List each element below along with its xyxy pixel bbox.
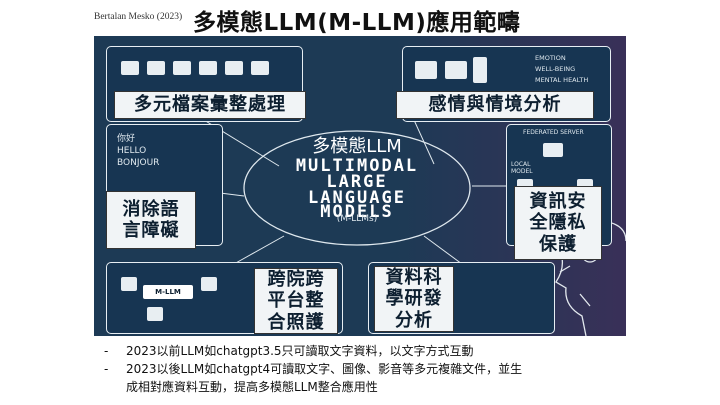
hello-label: HELLO <box>117 146 147 156</box>
emotion-caption: 感情與情境分析 <box>396 91 594 119</box>
document-icon <box>121 61 139 75</box>
cross-platform-caption: 跨院跨 平台整 合照護 <box>254 268 338 334</box>
language-caption: 消除語 言障礙 <box>106 191 196 249</box>
slide-header: Bertalan Mesko (2023) 多模態LLM(M-LLM)應用範疇 <box>0 0 720 36</box>
mllm-figure: 多元檔案彙整處理 EMOTION WELL-BEING MENTAL HEALT… <box>94 36 626 336</box>
chat-icon <box>225 61 243 75</box>
citation: Bertalan Mesko (2023) <box>94 12 183 22</box>
center-line-multimodal: MULTIMODAL <box>295 156 419 176</box>
music-icon <box>173 61 191 75</box>
image-icon <box>147 61 165 75</box>
federated-server-label: FEDERATED SERVER <box>523 129 584 136</box>
file-icon <box>251 61 269 75</box>
center-ellipse <box>243 130 471 246</box>
slide-title: 多模態LLM(M-LLM)應用範疇 <box>193 10 521 36</box>
bonjour-label: BONJOUR <box>117 158 160 168</box>
emotion-labels: EMOTION WELL-BEING MENTAL HEALTH <box>535 53 588 86</box>
hospital-icon <box>121 277 137 291</box>
data-science-caption: 資料科 學研發 分析 <box>374 266 454 332</box>
bullet-dash: - <box>104 362 109 376</box>
privacy-caption: 資訊安 全隱私 保護 <box>514 186 602 260</box>
mllm-chip-icon <box>473 57 487 83</box>
emotion-label: EMOTION <box>535 54 566 62</box>
mental-health-label: MENTAL HEALTH <box>535 76 589 84</box>
connector-line <box>423 235 463 265</box>
book-icon <box>201 277 217 291</box>
center-line-language: LANGUAGE <box>308 188 406 208</box>
video-icon <box>199 61 217 75</box>
mllm-badge: M-LLM <box>143 285 193 299</box>
server-icon <box>543 143 563 157</box>
center-line-large: LARGE <box>326 172 388 192</box>
device-icon <box>147 307 163 321</box>
video-icon <box>445 61 467 79</box>
local-model-label: LOCAL MODEL <box>511 161 533 175</box>
mllm-badge-label: M-LLM <box>155 288 181 296</box>
center-title: 多模態LLM <box>312 136 402 157</box>
bullet-list: - 2023以前LLM如chatgpt3.5只可讀取文字資料，以文字方式互動 -… <box>104 342 704 396</box>
multi-file-caption: 多元檔案彙整處理 <box>114 91 306 119</box>
language-icon-text: 你好 HELLO BONJOUR <box>117 133 159 169</box>
bullet-text: 2023以後LLM如chatgpt4可讀取文字、圖像、影音等多元複雜文件，並生 … <box>126 362 523 394</box>
bullet-item: - 2023以前LLM如chatgpt3.5只可讀取文字資料，以文字方式互動 <box>104 342 704 360</box>
connector-line <box>233 235 285 265</box>
hello-zh-label: 你好 <box>117 134 136 144</box>
wellbeing-label: WELL-BEING <box>535 65 576 73</box>
person-icon <box>415 61 437 79</box>
bullet-item: - 2023以後LLM如chatgpt4可讀取文字、圖像、影音等多元複雜文件，並… <box>104 360 704 396</box>
bullet-text: 2023以前LLM如chatgpt3.5只可讀取文字資料，以文字方式互動 <box>126 344 474 358</box>
center-abbreviation: (M-LLMs) <box>336 214 378 224</box>
bullet-dash: - <box>104 344 109 358</box>
center-line-models: MODELS <box>320 202 394 222</box>
